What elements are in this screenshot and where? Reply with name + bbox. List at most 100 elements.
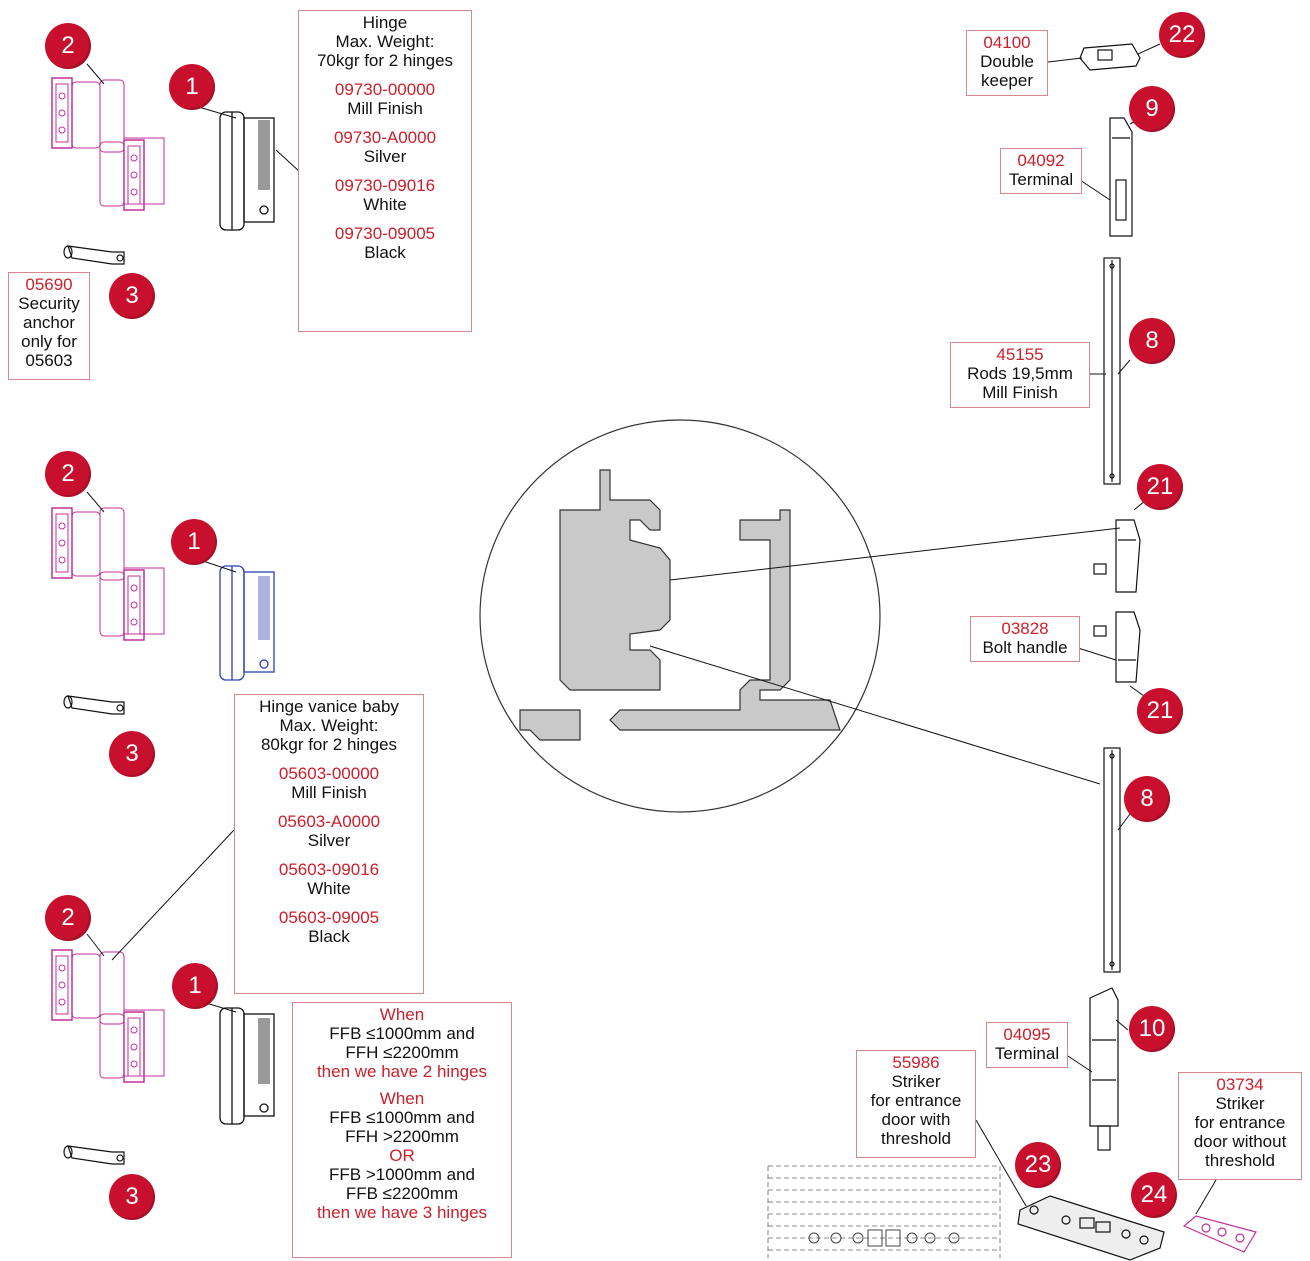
rule-a2: FFH ≤2200mm	[345, 1043, 459, 1062]
badge-21-bottom: 21	[1137, 688, 1183, 734]
rule-when-2: When	[379, 1089, 425, 1108]
rod-top-drawing	[1103, 257, 1121, 485]
hinge-info-box: Hinge Max. Weight: 70kgr for 2 hinges 09…	[298, 10, 472, 332]
striker-threshold-line-1: Striker	[891, 1072, 941, 1091]
vanice-code-black: 05603-09005	[278, 908, 380, 927]
rule-b2: FFH >2200mm	[345, 1127, 459, 1146]
hinge-weight-value: 70kgr for 2 hinges	[316, 51, 454, 70]
hinge-vanice-info-box: Hinge vanice baby Max. Weight: 80kgr for…	[234, 694, 424, 994]
badge-1-middle: 1	[171, 519, 217, 565]
hinge-1-bottom-drawing	[219, 1007, 275, 1125]
leader-lines-center	[649, 527, 1121, 785]
badge-22: 22	[1159, 12, 1205, 58]
vanice-finish-black: Black	[308, 927, 350, 946]
rule-or: OR	[389, 1146, 415, 1165]
keeper-line-1: Double	[980, 52, 1034, 71]
striker-no-threshold-box: 03734 Striker for entrance door without …	[1178, 1072, 1302, 1180]
rule-then-2: then we have 3 hinges	[316, 1203, 488, 1222]
terminal-top-code: 04092	[1017, 151, 1065, 170]
rule-then-1: then we have 2 hinges	[316, 1062, 488, 1081]
badge-3-bottom: 3	[109, 1174, 155, 1220]
anchor-line-4: 05603	[25, 351, 73, 370]
hinge-code-silver: 09730-A0000	[333, 128, 437, 147]
hinge-2-top-drawing	[51, 77, 165, 211]
rods-box: 45155 Rods 19,5mm Mill Finish	[950, 342, 1090, 408]
hinge-code-mill: 09730-00000	[334, 80, 436, 99]
rule-a1: FFB ≤1000mm and	[329, 1024, 475, 1043]
vanice-weight-value: 80kgr for 2 hinges	[260, 735, 398, 754]
anchor-line-1: Security	[18, 294, 80, 313]
bolt-handle-box: 03828 Bolt handle	[970, 616, 1080, 662]
rule-b4: FFB ≤2200mm	[345, 1184, 459, 1203]
anchor-top-drawing	[63, 245, 125, 265]
vanice-weight-label: Max. Weight:	[279, 716, 379, 735]
badge-1-bottom: 1	[172, 963, 218, 1009]
rule-b3: FFB >1000mm and	[329, 1165, 475, 1184]
threshold-holes-drawing	[808, 1229, 960, 1247]
badge-3-top: 3	[109, 273, 155, 319]
hinge-title: Hinge	[362, 13, 408, 32]
striker-no-threshold-line-4: threshold	[1205, 1151, 1275, 1170]
terminal-bottom-box: 04095 Terminal	[986, 1022, 1068, 1068]
bolt-code: 03828	[1001, 619, 1049, 638]
badge-1-top: 1	[169, 64, 215, 110]
vanice-finish-mill: Mill Finish	[291, 783, 367, 802]
striker-threshold-drawing	[1017, 1195, 1165, 1261]
anchor-bottom-drawing	[63, 1145, 125, 1165]
anchor-middle-drawing	[63, 695, 125, 715]
hinge-code-black: 09730-09005	[334, 224, 436, 243]
badge-23: 23	[1015, 1142, 1061, 1188]
striker-no-threshold-code: 03734	[1216, 1075, 1264, 1094]
striker-threshold-box: 55986 Striker for entrance door with thr…	[856, 1050, 976, 1158]
anchor-line-2: anchor	[23, 313, 75, 332]
badge-10: 10	[1129, 1006, 1175, 1052]
vanice-code-silver: 05603-A0000	[277, 812, 381, 831]
rule-when-1: When	[379, 1005, 425, 1024]
hinge-code-white: 09730-09016	[334, 176, 436, 195]
striker-no-threshold-line-1: Striker	[1215, 1094, 1265, 1113]
anchor-line-3: only for	[21, 332, 77, 351]
hinge-finish-black: Black	[364, 243, 406, 262]
vanice-code-white: 05603-09016	[278, 860, 380, 879]
badge-8-top: 8	[1129, 318, 1175, 364]
badge-3-middle: 3	[109, 731, 155, 777]
terminal-top-label: Terminal	[1008, 170, 1074, 189]
badge-2-middle: 2	[45, 451, 91, 497]
rule-b1: FFB ≤1000mm and	[329, 1108, 475, 1127]
threshold-drawing	[767, 1165, 1001, 1258]
rods-code: 45155	[996, 345, 1044, 364]
terminal-bottom-drawing	[1089, 987, 1119, 1151]
bolt-top-drawing	[1093, 519, 1141, 593]
bolt-bottom-drawing	[1093, 611, 1141, 683]
vanice-finish-white: White	[307, 879, 351, 898]
anchor-info-box: 05690 Security anchor only for 05603	[8, 272, 90, 380]
hinge-1-middle-drawing	[219, 565, 275, 681]
rods-line-2: Mill Finish	[982, 383, 1058, 402]
striker-threshold-line-3: door with	[881, 1110, 951, 1129]
terminal-bottom-code: 04095	[1003, 1025, 1051, 1044]
hinge-finish-white: White	[363, 195, 407, 214]
rod-bottom-drawing	[1103, 747, 1121, 973]
badge-9: 9	[1129, 86, 1175, 132]
double-keeper-box: 04100 Double keeper	[966, 30, 1048, 96]
hinge-finish-silver: Silver	[363, 147, 407, 166]
hinge-2-bottom-drawing	[51, 949, 165, 1083]
hinge-finish-mill: Mill Finish	[347, 99, 423, 118]
striker-no-threshold-line-2: for entrance	[1194, 1113, 1286, 1132]
terminal-bottom-label: Terminal	[994, 1044, 1060, 1063]
terminal-top-box: 04092 Terminal	[1000, 148, 1082, 194]
badge-2-top: 2	[45, 23, 91, 69]
rods-line-1: Rods 19,5mm	[967, 364, 1073, 383]
striker-no-threshold-line-3: door without	[1193, 1132, 1287, 1151]
striker-threshold-code: 55986	[892, 1053, 940, 1072]
terminal-top-drawing	[1109, 117, 1133, 237]
badge-2-bottom: 2	[45, 895, 91, 941]
striker-threshold-line-2: for entrance	[870, 1091, 962, 1110]
hinge-weight-label: Max. Weight:	[335, 32, 435, 51]
striker-no-threshold-drawing	[1182, 1215, 1257, 1253]
vanice-finish-silver: Silver	[307, 831, 351, 850]
keeper-line-2: keeper	[981, 71, 1033, 90]
badge-8-bottom: 8	[1124, 776, 1170, 822]
